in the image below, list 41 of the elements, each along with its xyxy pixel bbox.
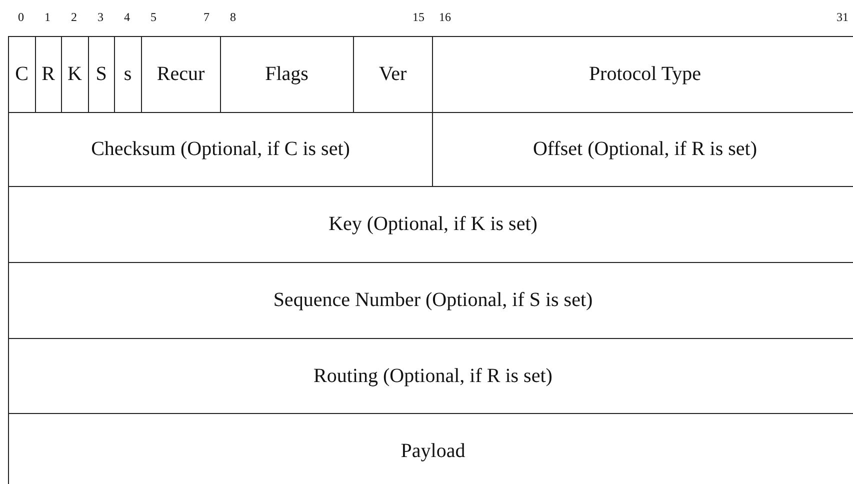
field-name: Payload (400, 440, 466, 462)
field-cell (8, 262, 853, 338)
field-name: Offset (Optional, if R is set) (532, 138, 758, 161)
bit-number: 3 (98, 10, 104, 25)
bit-number: 7 (204, 10, 210, 25)
field-name: Ver (378, 63, 407, 86)
field-cell (352, 36, 432, 112)
field-name: Protocol Type (588, 63, 702, 86)
field-name: Key (Optional, if K is set) (328, 213, 538, 236)
field-name: K (68, 63, 82, 86)
field-name: C (15, 63, 28, 86)
field-name: Flags (265, 63, 308, 86)
field-cell (220, 36, 352, 112)
bit-number: 16 (439, 10, 451, 25)
field-cell (88, 36, 114, 112)
field-name: Routing (Optional, if R is set) (314, 364, 552, 388)
field-cell (34, 36, 61, 112)
field-name: Checksum (Optional, if C is set) (91, 138, 350, 161)
field-cell (8, 186, 853, 262)
bit-number: 5 (150, 10, 156, 25)
field-cell (8, 338, 853, 413)
field-cell (114, 36, 140, 112)
bit-number: 0 (18, 10, 24, 25)
field-cell (432, 112, 853, 186)
field-cell (8, 413, 853, 484)
field-name: Recur (156, 63, 205, 86)
field-cell (140, 36, 220, 112)
bit-number: 2 (71, 10, 77, 25)
field-cell (8, 112, 432, 186)
field-cell (8, 36, 34, 112)
field-name: Sequence Number (Optional, if S is set) (273, 289, 593, 312)
field-name: R (42, 63, 55, 86)
bit-number: 8 (230, 10, 236, 25)
field-cell (61, 36, 88, 112)
field-cell (432, 36, 853, 112)
bit-number: 1 (44, 10, 50, 25)
field-name: s (124, 63, 132, 86)
bit-number: 31 (836, 10, 848, 25)
field-name: S (96, 63, 107, 86)
bit-number: 15 (412, 10, 424, 25)
bit-number: 4 (124, 10, 130, 25)
